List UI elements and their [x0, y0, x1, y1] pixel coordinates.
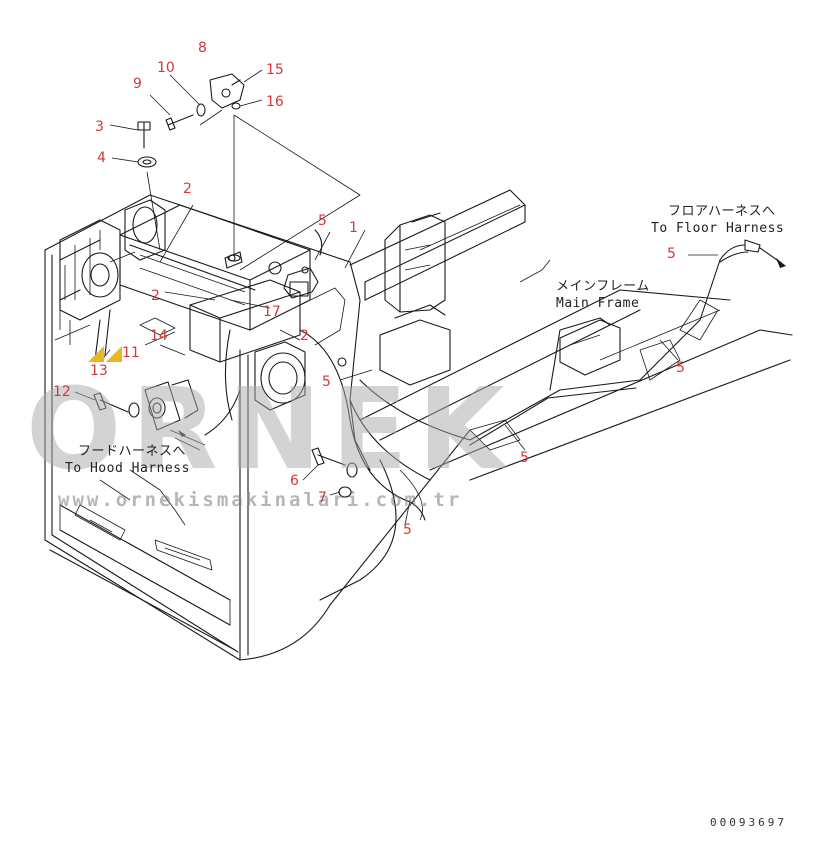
- callout-10: 10: [157, 60, 175, 76]
- callout-2-left: 2: [151, 288, 160, 304]
- callout-2-upper: 2: [183, 181, 192, 197]
- note-hood-harness-jp: フードハーネスへ: [78, 444, 186, 459]
- part-callouts: 1 2 2 2 3 4 5 5 5 5 5 5 6 7 8 9 10 11 12…: [53, 40, 685, 538]
- leader-lines: [74, 69, 718, 526]
- callout-9: 9: [133, 76, 142, 92]
- note-floor-harness-en: To Floor Harness: [651, 221, 784, 236]
- note-main-frame-jp: メインフレーム: [556, 279, 650, 294]
- callout-6: 6: [290, 473, 299, 489]
- main-frame-rails: [349, 189, 793, 481]
- callout-2-right: 2: [300, 328, 309, 344]
- callout-1: 1: [349, 220, 358, 236]
- callout-5-bottom: 5: [403, 522, 412, 538]
- watermark-url: www.ornekismakinalari.com.tr: [58, 489, 462, 511]
- callout-17: 17: [263, 304, 281, 320]
- callout-7: 7: [318, 490, 327, 506]
- wiring-harness: [94, 229, 786, 526]
- callout-5-floor: 5: [667, 246, 676, 262]
- callout-3: 3: [95, 119, 104, 135]
- callout-4: 4: [97, 150, 106, 166]
- note-hood-harness-en: To Hood Harness: [65, 461, 190, 476]
- callout-5-frame: 5: [520, 450, 529, 466]
- callout-15: 15: [266, 62, 284, 78]
- callout-5-middle: 5: [322, 374, 331, 390]
- callout-8: 8: [198, 40, 207, 56]
- note-main-frame-en: Main Frame: [556, 296, 639, 311]
- frame-brackets: [379, 212, 621, 386]
- callout-5-top: 5: [318, 213, 327, 229]
- exploded-small-parts: [59, 73, 358, 498]
- callout-11: 11: [122, 345, 140, 361]
- upper-housing: [54, 199, 346, 411]
- callout-12: 12: [53, 384, 71, 400]
- callout-14: 14: [150, 328, 168, 344]
- callout-5-rear: 5: [676, 360, 685, 376]
- cab-body: [44, 194, 471, 661]
- watermark-brand: ORNEK: [26, 365, 514, 495]
- accent-triangles: [88, 346, 122, 362]
- note-floor-harness-jp: フロアハーネスへ: [668, 204, 775, 219]
- drawing-number: 00093697: [710, 816, 787, 829]
- callout-16: 16: [266, 94, 284, 110]
- annotation-notes: フロアハーネスへ To Floor Harness メインフレーム Main F…: [65, 204, 784, 476]
- watermark: ORNEK www.ornekismakinalari.com.tr: [26, 365, 514, 511]
- callout-13: 13: [90, 363, 108, 379]
